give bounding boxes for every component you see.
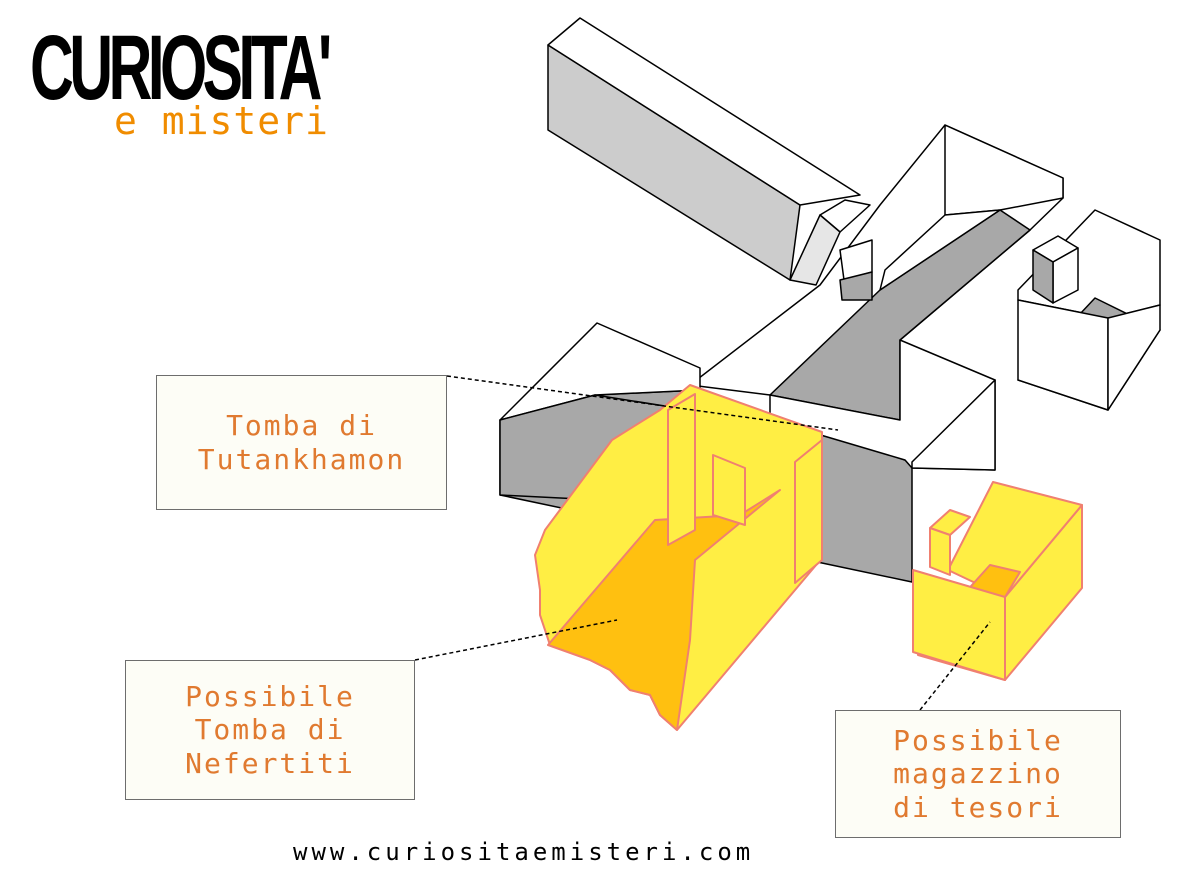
label-line: Tomba di (194, 713, 346, 747)
label-line: Possibile (893, 723, 1063, 757)
label-line: di tesori (893, 790, 1063, 824)
label-line: magazzino (893, 757, 1063, 791)
nefertiti-highlight (534, 384, 823, 731)
logo-subtitle: e misteri (114, 99, 329, 143)
label-line: Tomba di (226, 408, 377, 442)
label-magazzino-tesori: Possibile magazzino di tesori (835, 710, 1121, 838)
leader-magazzino (919, 621, 991, 711)
leader-nefertiti (414, 619, 618, 661)
label-tomba-nefertiti: Possibile Tomba di Nefertiti (125, 660, 415, 800)
label-line: Possibile (185, 679, 355, 713)
footer-url: www.curiositaemisteri.com (293, 838, 755, 866)
label-line: Nefertiti (185, 746, 355, 780)
entrance-corridor-top (547, 17, 861, 206)
magazzino-highlight (912, 481, 1083, 681)
leader-tutankhamon (446, 375, 839, 431)
logo-title: CURIOSITA' (30, 17, 332, 119)
label-tomba-tutankhamon: Tomba di Tutankhamon (156, 375, 447, 510)
label-line: Tutankhamon (197, 442, 406, 476)
leader-lines (414, 375, 991, 711)
magazzino-front-wall (912, 569, 1006, 681)
